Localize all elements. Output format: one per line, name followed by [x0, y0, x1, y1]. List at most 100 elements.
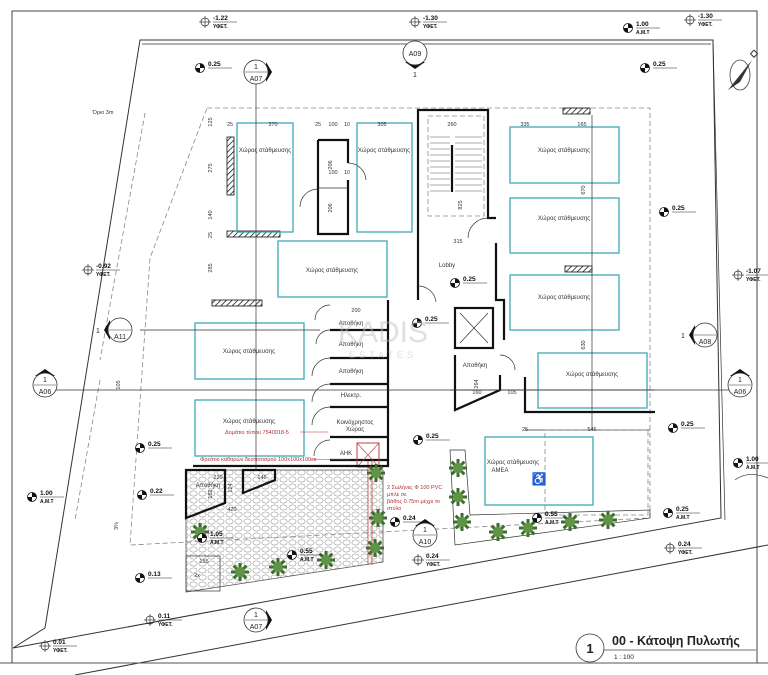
dimension-label: 206	[328, 160, 334, 169]
tree-icon	[449, 459, 467, 477]
room-label-accessible: ΑΜΕΑ	[491, 468, 508, 474]
stair-core	[416, 108, 496, 300]
dimension-label: 275	[208, 163, 214, 172]
dimension-label: 264	[474, 379, 480, 388]
section-marker-a06[interactable]: A06 1	[32, 369, 58, 398]
dimension-label: 25	[227, 122, 233, 128]
elevation-marker: 1.00Α.Μ.Τ	[27, 490, 64, 505]
road-edge	[74, 544, 768, 675]
dimension-label: 315	[453, 239, 462, 245]
title-number-circle	[575, 633, 605, 663]
tree-icon	[369, 509, 387, 527]
dimension-label: 182	[208, 489, 214, 498]
elevation-value: 0.25	[148, 441, 161, 448]
room-label-storage: Αποθήκη	[339, 341, 363, 348]
section-marker-a10[interactable]: A10 1	[412, 519, 438, 548]
section-number: 1	[423, 527, 427, 534]
elevation-value: 1.05	[210, 531, 223, 538]
section-label: A07	[250, 624, 263, 631]
elevation-reference: ΥΦΕΤ.	[53, 648, 68, 654]
elevation-value: 0.24	[403, 515, 416, 522]
room-label-parking: Χώρος στάθμευσης	[538, 147, 590, 154]
section-label: A06	[734, 389, 747, 396]
section-label: A06	[39, 389, 52, 396]
dimension-label: 3%	[114, 522, 120, 530]
tree-icon	[191, 523, 209, 541]
section-number: 1	[254, 64, 258, 71]
dimension-label: 200	[351, 308, 360, 314]
room-label-parking: Χώρος στάθμευσης	[538, 294, 590, 301]
room-label-common: Κοινόχρηστος	[337, 419, 374, 426]
room-label-parking: Χώρος στάθμευσης	[358, 147, 410, 154]
dimension-label: 100	[328, 170, 337, 176]
section-number: 1	[43, 377, 47, 384]
elevation-reference: Α.Μ.Τ	[545, 520, 559, 526]
dimension-label: 25	[208, 232, 214, 238]
dimension-label: Όριο 3m	[92, 110, 114, 116]
tree-icon	[561, 513, 579, 531]
room-label-parking: Χώρος στάθμευσης	[306, 267, 358, 274]
dimension-label: 140	[208, 210, 214, 219]
room-label-parking: Χώρος στάθμευσης	[538, 215, 590, 222]
elevation-value: 0.01	[53, 639, 66, 646]
dimension-label: 825	[458, 200, 464, 209]
dimension-label: 145	[257, 475, 266, 481]
elevation-reference: Α.Μ.Τ	[300, 557, 314, 563]
section-marker-a06[interactable]: A06 1	[727, 369, 753, 398]
elevation-value: 0.25	[676, 506, 689, 513]
dimension-label: 125	[208, 117, 214, 126]
dimension-label: 630	[581, 340, 587, 349]
room-label-storage: Αποθήκη	[463, 362, 487, 369]
site-boundary	[12, 39, 722, 649]
room-label-common: Χώρος	[346, 427, 364, 433]
elevation-marker: 1.05Α.Μ.Τ	[197, 531, 234, 546]
watermark-logo: KADIS	[338, 316, 428, 349]
dimension-label: 285	[208, 263, 214, 272]
dimension-label: 165	[577, 122, 586, 128]
dimension-label: 206	[328, 203, 334, 212]
elevation-reference: ΥΦΕΤ.	[96, 272, 111, 278]
elevation-value: 0.25	[425, 316, 438, 323]
dimension-label: 370	[268, 122, 277, 128]
elevation-value: 0.24	[678, 541, 691, 548]
dimension-label: 305	[377, 122, 386, 128]
elevation-reference: ΥΦΕΤ.	[213, 24, 228, 30]
annotation-manhole: Φρεάτιο καθαρών δεσποτισμού 100x100x100ε…	[200, 456, 317, 463]
dimension-label: 2x	[194, 573, 200, 579]
room-label-parking: Χώρος στάθμευσης	[566, 371, 618, 378]
elevation-value: 0.55	[545, 511, 558, 518]
elevation-reference: Α.Μ.Τ	[636, 30, 650, 36]
elevation-marker: 0.25Α.Μ.Τ	[663, 506, 700, 521]
dimension-label: 105	[507, 390, 516, 396]
tree-icon	[367, 464, 385, 482]
elevation-reference: Α.Μ.Τ	[676, 515, 690, 521]
section-number: 1	[738, 377, 742, 384]
elevation-marker: 0.55Α.Μ.Τ	[287, 548, 324, 563]
elevation-reference: ΥΦΕΤ.	[426, 562, 441, 568]
elevation-marker: 0.13	[135, 571, 172, 583]
elevation-value: 0.25	[681, 421, 694, 428]
elevation-reference: Α.Μ.Τ	[40, 499, 54, 505]
elevation-reference: ΥΦΕΤ.	[698, 22, 713, 28]
tree-icon	[449, 488, 467, 506]
dimension-label: 260	[447, 122, 456, 128]
room-label-parking: Χώρος στάθμευσης	[223, 348, 275, 355]
dimension-label: 10	[344, 170, 350, 176]
elevation-value: 1.00	[746, 456, 759, 463]
elevation-value: -1.22	[213, 15, 228, 22]
tree-icon	[519, 519, 537, 537]
annotation-pipes: μπλε σε	[387, 492, 407, 498]
section-number: 1	[681, 333, 685, 340]
section-label: A11	[114, 334, 126, 341]
dimension-label: 670	[581, 185, 587, 194]
section-label: A10	[419, 539, 432, 546]
